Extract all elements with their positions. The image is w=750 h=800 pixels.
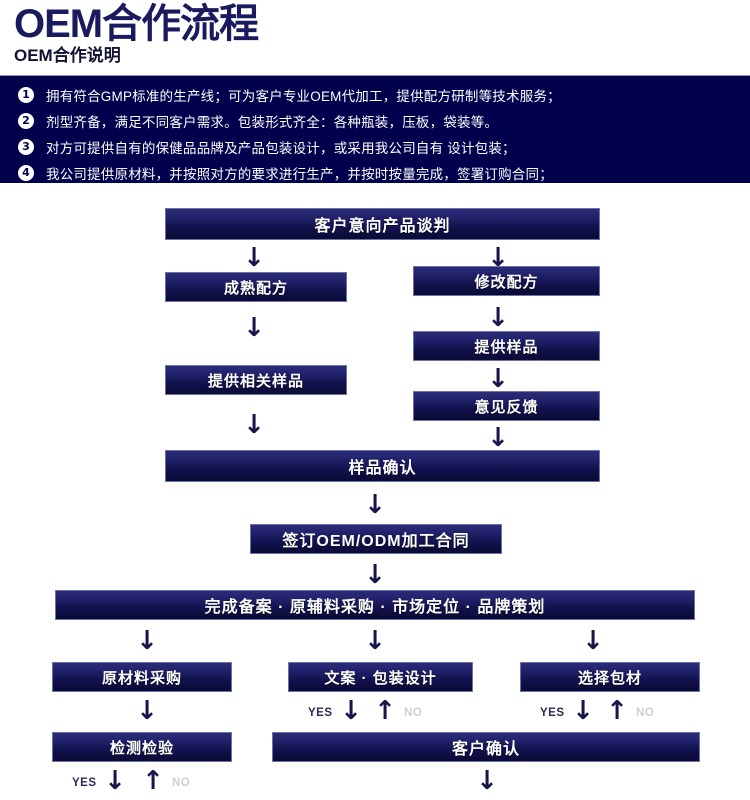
arrow-down-icon: ↓ xyxy=(582,626,604,656)
flow-box-filing-procurement-position-branding[interactable]: 完成备案 · 原辅料采购 · 市场定位 · 品牌策划 xyxy=(55,590,695,620)
note-text: 对方可提供自有的保健品品牌及产品包装设计，或采用我公司自有 设计包装； xyxy=(46,141,516,156)
flow-box-provide-related-sample[interactable]: 提供相关样品 xyxy=(165,365,347,395)
arrow-down-icon: ↓ xyxy=(487,364,509,394)
arrow-down-icon: ↓ xyxy=(487,243,509,273)
arrow-down-icon: ↓ xyxy=(364,490,386,520)
arrow-down-icon: ↓ xyxy=(243,410,265,440)
page-subtitle: OEM合作说明 xyxy=(14,46,121,65)
note-text: 我公司提供原材料，并按照对方的要求进行生产，并按时按量完成，签署订购合同； xyxy=(46,167,553,182)
note-number-badge: 1 xyxy=(18,87,34,103)
no-label: NO xyxy=(172,777,191,789)
flow-box-raw-material-procurement[interactable]: 原材料采购 xyxy=(52,662,232,692)
arrow-down-icon: ↓ xyxy=(104,766,126,796)
note-item: 3 对方可提供自有的保健品品牌及产品包装设计，或采用我公司自有 设计包装； xyxy=(18,134,516,160)
arrow-down-icon: ↓ xyxy=(487,423,509,453)
arrow-down-icon: ↓ xyxy=(243,243,265,273)
arrow-down-icon: ↓ xyxy=(136,626,158,656)
flow-box-sample-confirmation[interactable]: 样品确认 xyxy=(165,450,600,482)
flow-box-modify-formula[interactable]: 修改配方 xyxy=(413,266,600,296)
arrow-down-icon: ↓ xyxy=(476,766,498,796)
yes-label: YES xyxy=(308,707,333,719)
flow-box-customer-confirmation[interactable]: 客户确认 xyxy=(272,732,700,762)
note-text: 剂型齐备，满足不同客户需求。包装形式齐全：各种瓶装，压板，袋装等。 xyxy=(46,115,499,130)
no-label: NO xyxy=(636,707,655,719)
flow-box-mature-formula[interactable]: 成熟配方 xyxy=(165,272,347,302)
flow-box-feedback[interactable]: 意见反馈 xyxy=(413,391,600,421)
note-item: 1 拥有符合GMP标准的生产线；可为客户专业OEM代加工，提供配方研制等技术服务… xyxy=(18,82,561,108)
note-number-badge: 4 xyxy=(18,165,34,181)
arrow-down-icon: ↓ xyxy=(243,313,265,343)
arrow-up-icon: ↑ xyxy=(142,766,164,796)
flow-box-customer-intent-negotiation[interactable]: 客户意向产品谈判 xyxy=(165,208,600,240)
flow-box-copywriting-package-design[interactable]: 文案 · 包装设计 xyxy=(288,662,473,692)
flow-box-select-packaging-material[interactable]: 选择包材 xyxy=(520,662,700,692)
page-title: OEM合作流程 xyxy=(14,2,259,46)
flow-box-inspection-testing[interactable]: 检测检验 xyxy=(52,732,232,762)
note-text: 拥有符合GMP标准的生产线；可为客户专业OEM代加工，提供配方研制等技术服务； xyxy=(46,89,561,104)
yes-label: YES xyxy=(540,707,565,719)
arrow-down-icon: ↓ xyxy=(364,560,386,590)
arrow-down-icon: ↓ xyxy=(364,626,386,656)
arrow-down-icon: ↓ xyxy=(136,696,158,726)
notes-band: 1 拥有符合GMP标准的生产线；可为客户专业OEM代加工，提供配方研制等技术服务… xyxy=(0,75,750,183)
arrow-down-icon: ↓ xyxy=(572,696,594,726)
yes-label: YES xyxy=(72,777,97,789)
arrow-up-icon: ↑ xyxy=(606,696,628,726)
note-number-badge: 3 xyxy=(18,139,34,155)
note-number-badge: 2 xyxy=(18,113,34,129)
arrow-up-icon: ↑ xyxy=(374,696,396,726)
flow-box-provide-sample[interactable]: 提供样品 xyxy=(413,331,600,361)
arrow-down-icon: ↓ xyxy=(340,696,362,726)
no-label: NO xyxy=(404,707,423,719)
note-item: 2 剂型齐备，满足不同客户需求。包装形式齐全：各种瓶装，压板，袋装等。 xyxy=(18,108,498,134)
note-item: 4 我公司提供原材料，并按照对方的要求进行生产，并按时按量完成，签署订购合同； xyxy=(18,160,553,186)
arrow-down-icon: ↓ xyxy=(487,303,509,333)
flow-box-sign-oem-odm-contract[interactable]: 签订OEM/ODM加工合同 xyxy=(250,524,502,554)
